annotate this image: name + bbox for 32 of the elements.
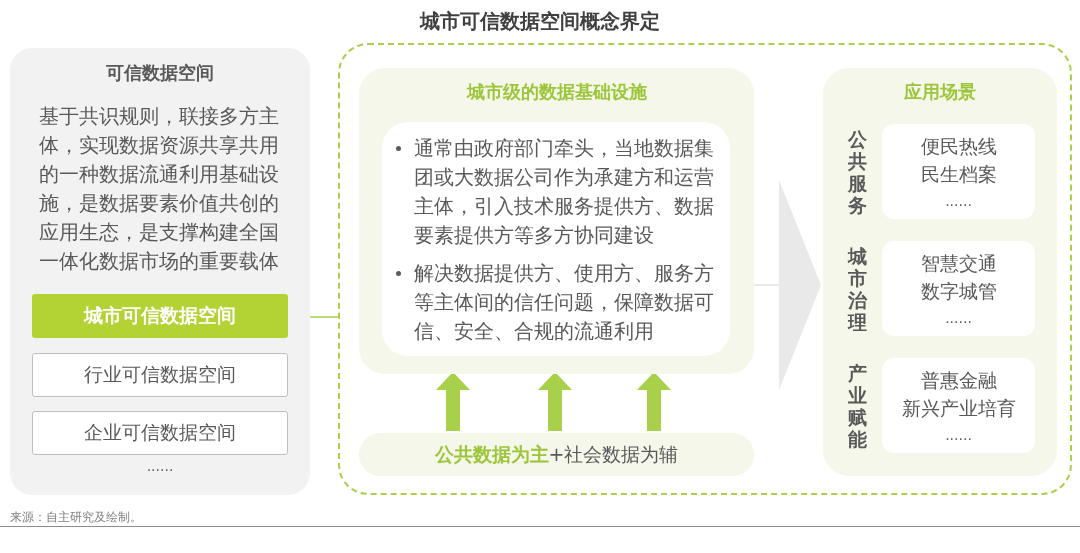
source-note: 来源：自主研究及绘制。	[10, 509, 142, 526]
concept-panel	[10, 48, 310, 495]
description-card	[382, 122, 730, 356]
bullet-item: 通常由政府部门牵头，当地数据集团或大数据公司作为承建方和运营主体，引入技术服务提供方、数据要素提供方等多方协同建设	[392, 134, 724, 250]
diagram-title: 城市可信数据空间概念界定	[418, 8, 661, 35]
dashed-frame	[338, 43, 1072, 495]
ellipsis-text: ......	[945, 191, 972, 211]
item-box: 企业可信数据空间	[32, 411, 288, 455]
panel-heading: 城市级的数据基础设施	[465, 80, 648, 104]
ellipsis-text: ......	[945, 425, 972, 445]
arrow	[436, 372, 470, 431]
selected-item-box: 城市可信数据空间	[32, 294, 288, 338]
infrastructure-panel	[359, 68, 754, 374]
category-label: 城市治理	[846, 244, 868, 333]
arrow	[637, 372, 671, 431]
description-text: 基于共识规则，联接多方主体，实现数据资源共享共用的一种数据流通利用基础设施，是数据要素价值共创的应用生态，是支撑构建全国一体化数据市场的重要载体	[39, 103, 280, 275]
panel-heading: 应用场景	[903, 80, 977, 104]
scenario-text: 数字城管	[920, 278, 997, 304]
category-label: 产业赋能	[846, 361, 868, 450]
ellipsis-text: ......	[945, 308, 972, 328]
data-source-bar: 公共数据为主+社会数据为辅	[359, 433, 754, 476]
panel-heading: 可信数据空间	[105, 61, 215, 85]
scenario-text: 智慧交通	[920, 250, 997, 276]
category-label: 公共服务	[846, 127, 868, 216]
scenario-text: 便民热线	[920, 133, 997, 159]
item-box: 行业可信数据空间	[32, 353, 288, 397]
ellipsis-text: ......	[145, 458, 175, 474]
bullet-item: 解决数据提供方、使用方、服务方等主体间的信任问题，保障数据可信、安全、合规的流通利用	[392, 259, 724, 346]
scenario-text: 民生档案	[920, 161, 997, 187]
scenario-text: 新兴产业培育	[901, 395, 1016, 421]
scenario-text: 普惠金融	[920, 367, 997, 393]
arrow	[538, 372, 572, 431]
